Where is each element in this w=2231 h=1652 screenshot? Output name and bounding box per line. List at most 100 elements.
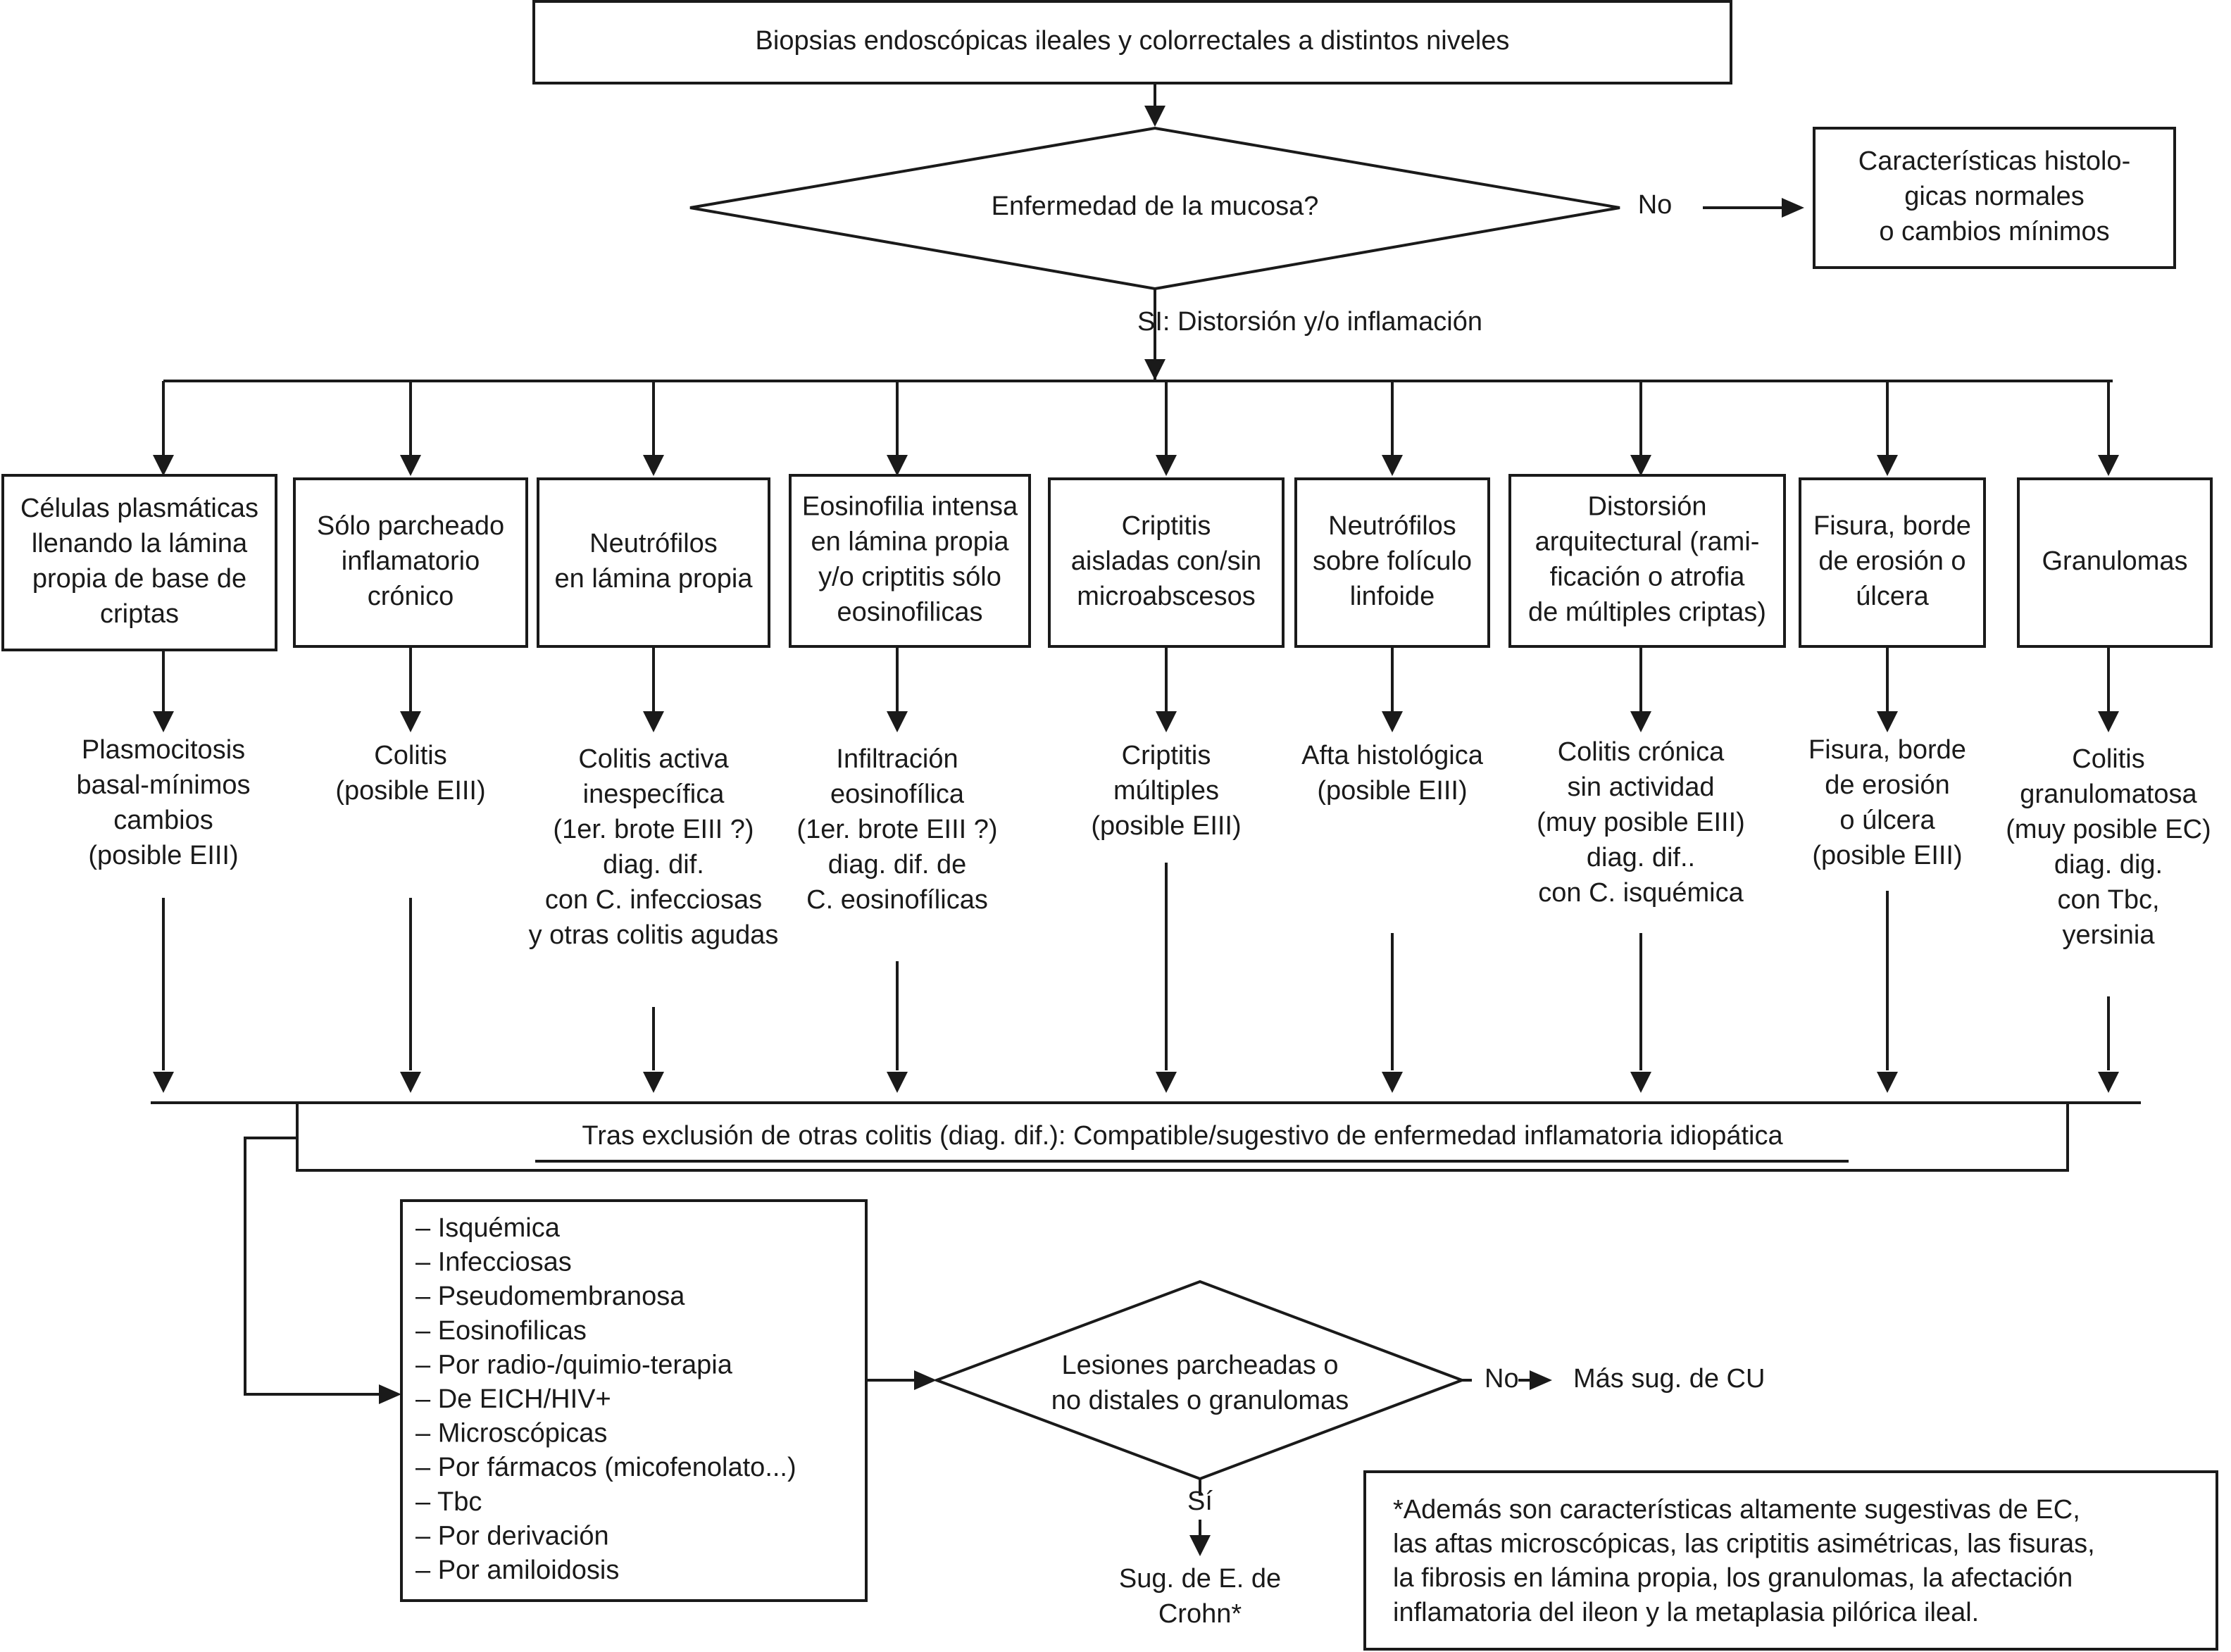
compatible-box <box>296 1101 2069 1172</box>
exclusion-list-item: – Por fármacos (micofenolato...) <box>415 1453 796 1482</box>
result-text: Colitis <box>374 741 446 770</box>
decision1-text: Enfermedad de la mucosa? <box>992 192 1319 221</box>
result-text: con C. infecciosas <box>545 885 762 915</box>
finding-box-text: propia de base de <box>32 564 246 594</box>
finding-arrow <box>2098 711 2119 732</box>
finding-arrow <box>153 711 174 732</box>
finding-box-text: en lámina propia <box>811 527 1010 557</box>
result-text: sin actividad <box>1567 772 1714 802</box>
result-text: (1er. brote EIII ?) <box>796 815 997 844</box>
result-text: Colitis activa <box>578 744 729 774</box>
finding-box-text: Distorsión <box>1588 492 1707 522</box>
cu-result-text: Más sug. de CU <box>1573 1364 1765 1394</box>
finding-box-text: ficación o atrofia <box>1550 563 1746 592</box>
exclusion-list-item: – Por radio-/quimio-terapia <box>415 1350 733 1379</box>
finding-arrow <box>1877 711 1898 732</box>
branch-arrow <box>153 455 174 476</box>
decision1-no-label: No <box>1638 190 1673 220</box>
exclusion-list-item: – Tbc <box>415 1487 482 1517</box>
normal-box-text: o cambios mínimos <box>1879 217 2109 246</box>
result-text: (1er. brote EIII ?) <box>553 815 754 844</box>
finding-box-text: Neutrófilos <box>1328 511 1456 541</box>
exclusion-list-item: – Por derivación <box>415 1521 609 1551</box>
result-text: (muy posible EIII) <box>1537 808 1745 837</box>
result-text: C. eosinofílicas <box>806 885 988 915</box>
result-text: granulomatosa <box>2020 780 2197 809</box>
finding-arrow <box>1156 711 1177 732</box>
finding-arrow <box>1382 711 1403 732</box>
crohn-result-text: Sug. de E. de <box>1119 1564 1281 1594</box>
exclusion-list-item: – Isquémica <box>415 1213 561 1243</box>
result-text: (posible EIII) <box>335 776 485 806</box>
finding-box-text: arquitectural (rami- <box>1535 527 1760 557</box>
finding-box <box>1 474 277 651</box>
decision1-yes-label: SI: Distorsión y/o inflamación <box>1137 307 1482 337</box>
decision2-text: Lesiones parcheadas o <box>1062 1351 1339 1380</box>
finding-box-text: llenando la lámina <box>32 529 248 558</box>
result-text: múltiples <box>1113 776 1219 806</box>
exclusion-list-item: – Infecciosas <box>415 1248 572 1277</box>
finding-box <box>293 477 528 648</box>
finding-box-text: eosinofilicas <box>837 598 983 627</box>
finding-box <box>1294 477 1490 648</box>
note-box-text: *Además son características altamente su… <box>1393 1495 2080 1525</box>
arrow-to-decision2 <box>914 1370 937 1390</box>
result-text: (posible EIII) <box>1091 811 1241 841</box>
result-text: Afta histológica <box>1301 741 1484 770</box>
finding-box-text: Criptitis <box>1122 511 1211 541</box>
finding-box-text: Neutrófilos <box>589 529 718 558</box>
arrow-to-cu <box>1530 1370 1552 1390</box>
exclusion-list-item: – Por amiloidosis <box>415 1556 619 1585</box>
result-text: (posible EIII) <box>1317 776 1467 806</box>
result-arrow <box>400 1072 421 1093</box>
arrow-to-exclusion-list <box>379 1384 401 1404</box>
result-text: diag. dif. <box>603 850 704 880</box>
decision1-diamond <box>689 126 1620 291</box>
decision2-yes-label: Sí <box>1187 1487 1213 1516</box>
result-text: Colitis crónica <box>1558 737 1725 767</box>
finding-box-text: en lámina propia <box>555 564 754 594</box>
result-text: con Tbc, <box>2057 885 2159 915</box>
finding-box <box>1508 474 1786 648</box>
result-arrow <box>1156 1072 1177 1093</box>
result-text: diag. dif.. <box>1587 843 1695 872</box>
finding-box-text: úlcera <box>1856 582 1929 611</box>
finding-box <box>1799 477 1986 648</box>
branch-arrow <box>887 455 908 476</box>
finding-box-text: microabscesos <box>1077 582 1255 611</box>
branch-arrow <box>1156 455 1177 476</box>
branch-arrow <box>400 455 421 476</box>
result-text: Criptitis <box>1122 741 1211 770</box>
finding-box-text: inflamatorio <box>342 546 480 576</box>
compatible-box-text: Tras exclusión de otras colitis (diag. d… <box>582 1121 1783 1151</box>
result-arrow <box>1877 1072 1898 1093</box>
finding-box-text: de múltiples criptas) <box>1528 598 1766 627</box>
result-text: inespecífica <box>583 780 725 809</box>
arrow-to-branches <box>1144 359 1166 380</box>
top-box-text: Biopsias endoscópicas ileales y colorrec… <box>756 26 1510 56</box>
result-arrow <box>1630 1072 1651 1093</box>
result-arrow <box>643 1072 664 1093</box>
finding-arrow <box>887 711 908 732</box>
result-text: basal-mínimos <box>76 770 250 800</box>
arrow-to-decision1 <box>1144 106 1166 127</box>
arrow-to-crohn <box>1189 1535 1211 1556</box>
result-text: yersinia <box>2063 920 2156 950</box>
finding-box-text: Sólo parcheado <box>317 511 504 541</box>
branch-arrow <box>1630 455 1651 476</box>
decision2-text: no distales o granulomas <box>1051 1386 1349 1415</box>
result-text: Colitis <box>2072 744 2144 774</box>
note-box-text: inflamatoria del ileon y la metaplasia p… <box>1393 1598 1979 1627</box>
result-text: o úlcera <box>1839 806 1935 835</box>
finding-box <box>789 474 1031 648</box>
finding-arrow <box>643 711 664 732</box>
finding-box-text: Granulomas <box>2042 546 2188 576</box>
result-text: (posible EIII) <box>1812 841 1962 870</box>
exclusion-list-item: – Microscópicas <box>415 1419 607 1448</box>
loop-connector <box>244 1137 379 1396</box>
decision2-no-label: No <box>1485 1364 1519 1394</box>
result-text: Fisura, borde <box>1808 735 1966 765</box>
note-box <box>1363 1470 2218 1651</box>
result-text: (posible EIII) <box>88 841 238 870</box>
